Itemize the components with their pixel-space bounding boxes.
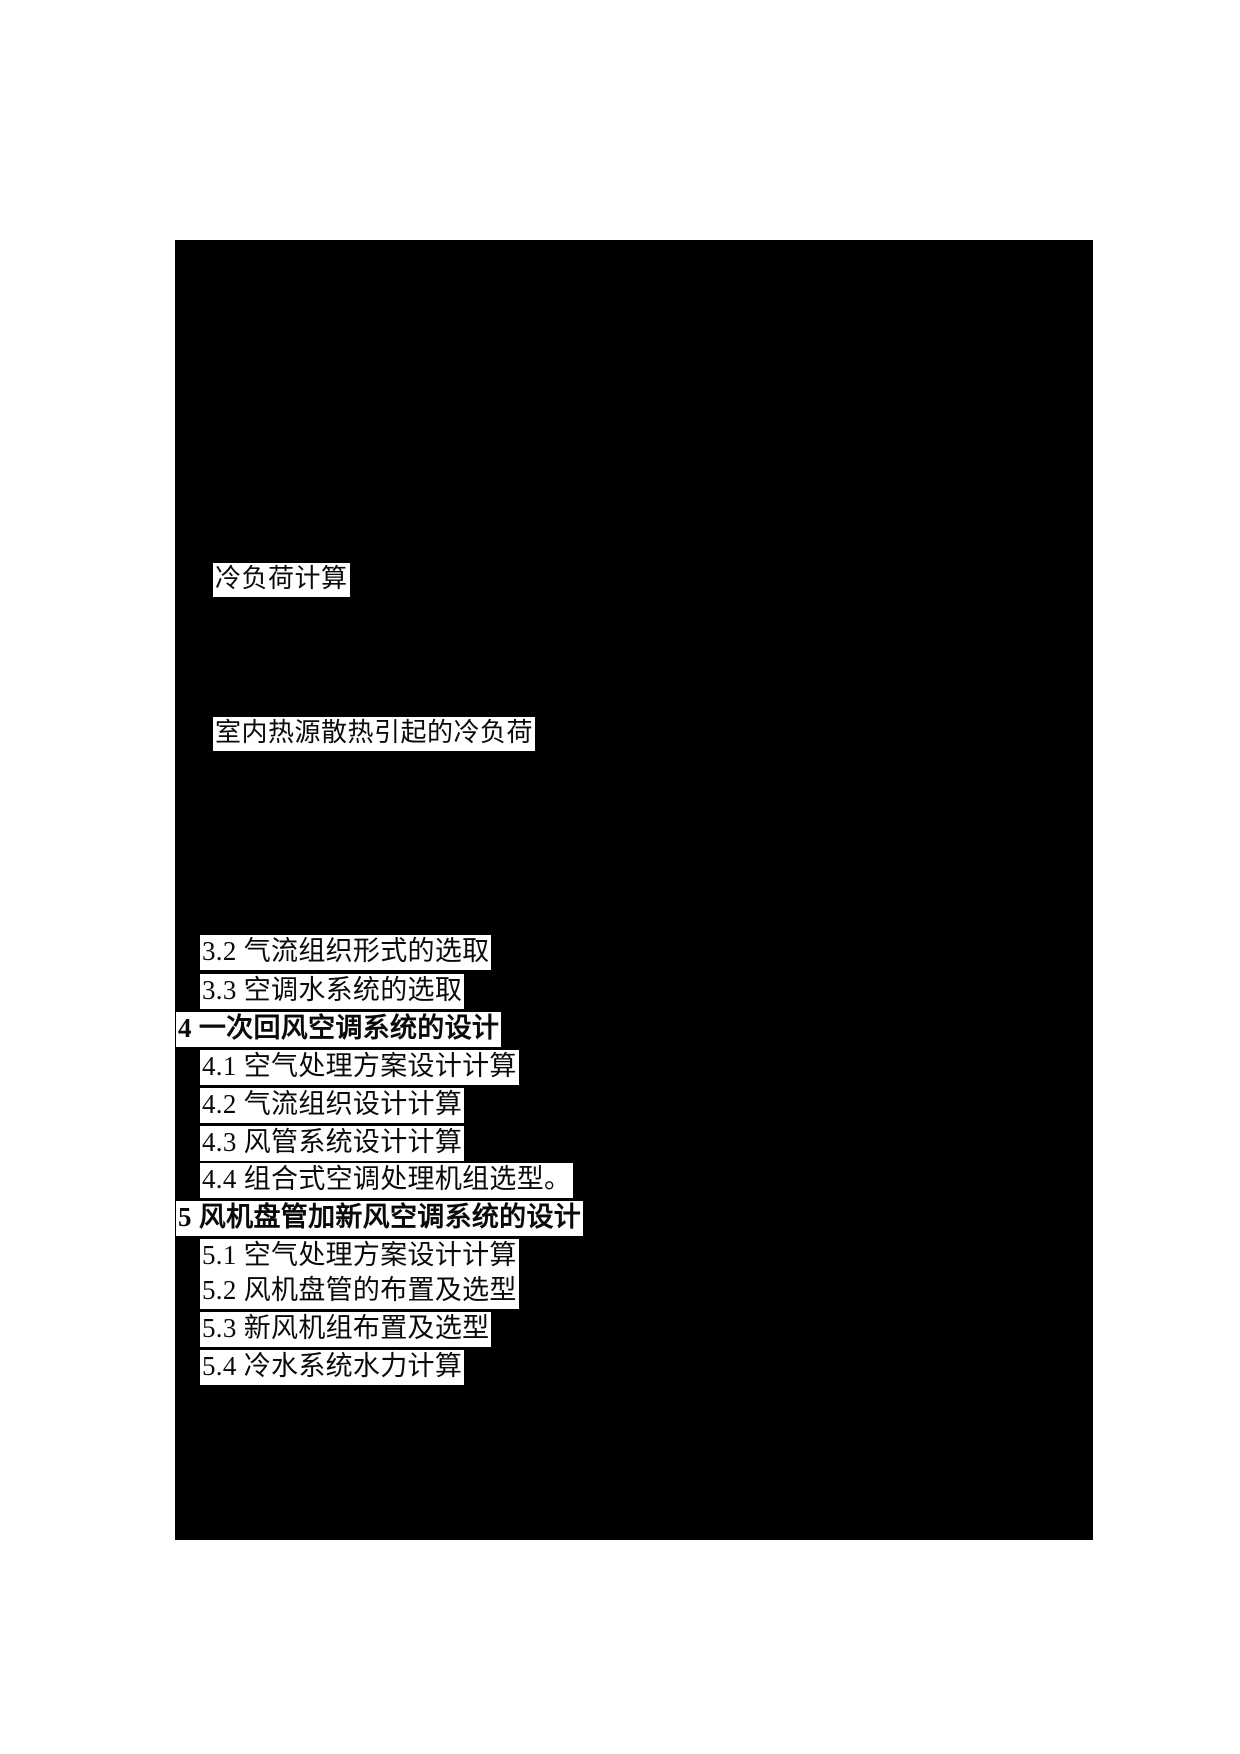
toc-entry-5[interactable]: 5 风机盘管加新风空调系统的设计 <box>176 1201 584 1236</box>
toc-entry-5-3[interactable]: 5.3 新风机组布置及选型 <box>200 1312 492 1347</box>
toc-entry-number: 3.3 <box>202 975 237 1005</box>
toc-entry-label: 一次回风空调系统的设计 <box>198 1013 500 1043</box>
toc-entry-number: 3.2 <box>202 936 237 966</box>
toc-entry-3-3[interactable]: 3.3 空调水系统的选取 <box>200 974 465 1009</box>
toc-entry-5-2[interactable]: 5.2 风机盘管的布置及选型 <box>200 1274 519 1309</box>
toc-entry-number: 5.1 <box>202 1240 237 1270</box>
toc-entry-label: 风管系统设计计算 <box>243 1127 463 1157</box>
toc-entry-label: 组合式空调处理机组选型。 <box>243 1164 572 1194</box>
toc-entry-number: 4.3 <box>202 1127 237 1157</box>
toc-entry-label: 气流组织设计计算 <box>243 1089 463 1119</box>
toc-entry-label: 风机盘管的布置及选型 <box>243 1275 517 1305</box>
toc-entry-4-2[interactable]: 4.2 气流组织设计计算 <box>200 1088 465 1123</box>
toc-entry-4-4[interactable]: 4.4 组合式空调处理机组选型。 <box>200 1163 574 1198</box>
toc-entry-label: 新风机组布置及选型 <box>243 1313 490 1343</box>
body-paragraph: 冷负荷计算 <box>213 563 350 597</box>
toc-entry-5-4[interactable]: 5.4 冷水系统水力计算 <box>200 1350 465 1385</box>
toc-entry-number: 4 <box>178 1013 192 1043</box>
toc-entry-number: 5.4 <box>202 1351 237 1381</box>
toc-entry-number: 4.4 <box>202 1164 237 1194</box>
toc-entry-number: 5.3 <box>202 1313 237 1343</box>
toc-entry-number: 5 <box>178 1202 192 1232</box>
toc-entry-4[interactable]: 4 一次回风空调系统的设计 <box>176 1012 502 1047</box>
toc-entry-3-2[interactable]: 3.2 气流组织形式的选取 <box>200 935 492 970</box>
toc-entry-label: 风机盘管加新风空调系统的设计 <box>198 1202 582 1232</box>
toc-entry-label: 空调水系统的选取 <box>243 975 463 1005</box>
toc-entry-label: 气流组织形式的选取 <box>243 936 490 966</box>
toc-entry-number: 4.1 <box>202 1051 237 1081</box>
toc-entry-4-3[interactable]: 4.3 风管系统设计计算 <box>200 1126 465 1161</box>
body-paragraph: 室内热源散热引起的冷负荷 <box>213 717 536 751</box>
toc-entry-number: 5.2 <box>202 1275 237 1305</box>
toc-entry-number: 4.2 <box>202 1089 237 1119</box>
toc-entry-5-1[interactable]: 5.1 空气处理方案设计计算 <box>200 1239 519 1274</box>
toc-entry-label: 冷水系统水力计算 <box>243 1351 463 1381</box>
toc-entry-label: 空气处理方案设计计算 <box>243 1240 517 1270</box>
toc-entry-label: 空气处理方案设计计算 <box>243 1051 517 1081</box>
toc-entry-4-1[interactable]: 4.1 空气处理方案设计计算 <box>200 1050 519 1085</box>
